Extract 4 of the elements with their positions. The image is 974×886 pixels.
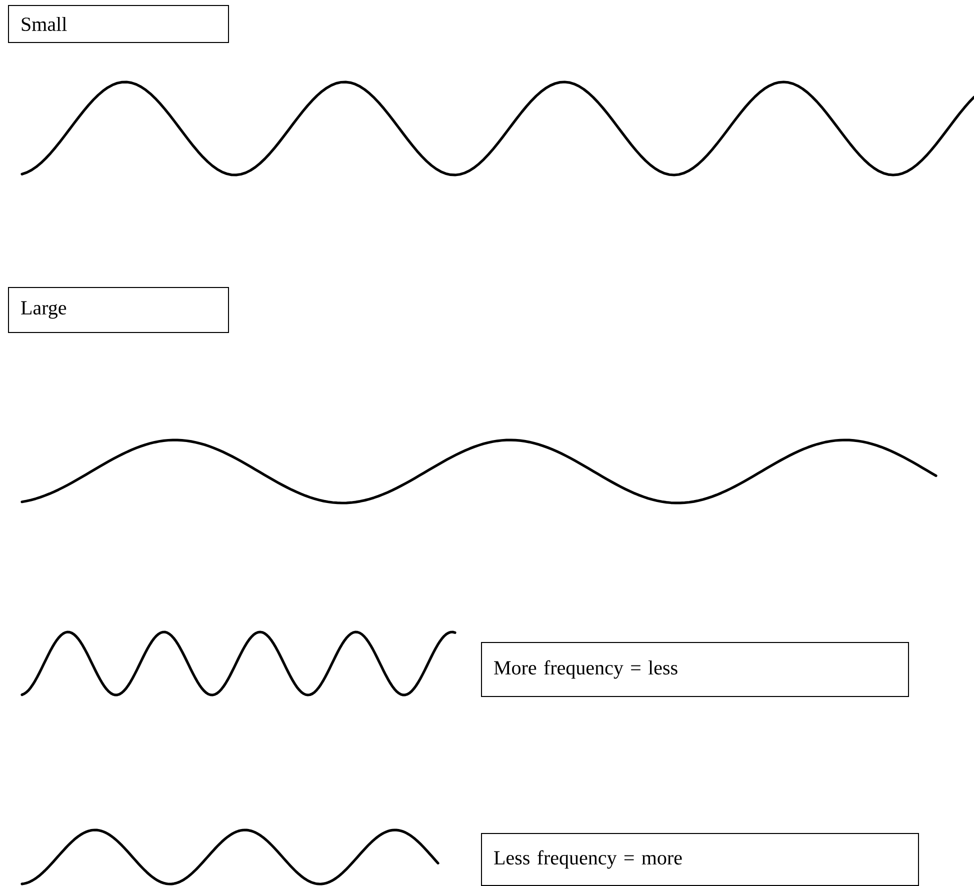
label-box: Less frequency = more <box>481 833 920 886</box>
label-box: Large <box>8 287 229 333</box>
label-box: Small <box>8 5 229 43</box>
label-box: More frequency = less <box>481 642 909 697</box>
